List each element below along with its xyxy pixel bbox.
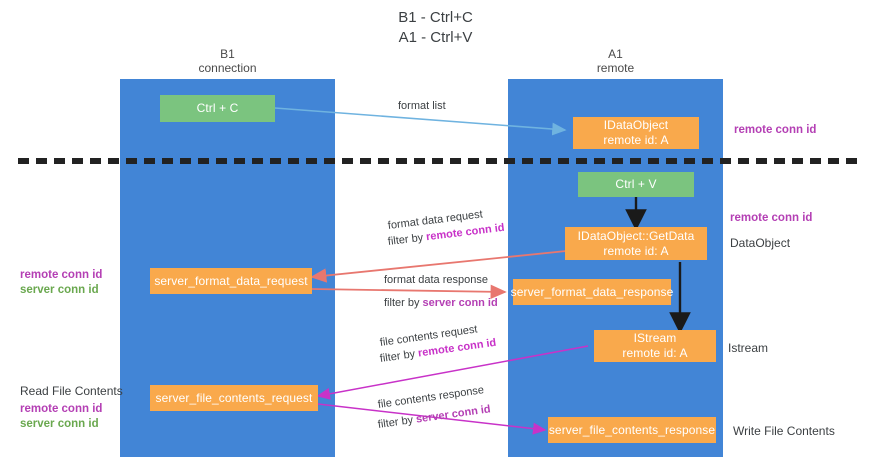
filter-prefix: filter by — [379, 347, 419, 365]
node-server-file-contents-request[interactable]: server_file_contents_request — [150, 385, 318, 411]
edge-label-format-list: format list — [398, 100, 446, 112]
annotation-write-file-contents: Write File Contents — [733, 424, 835, 438]
annotation-left-server-conn-id-mid: server conn id — [20, 284, 99, 296]
filter-prefix: filter by — [384, 297, 423, 309]
page-title: B1 - Ctrl+C A1 - Ctrl+V — [398, 9, 473, 46]
filter-prefix: filter by — [377, 413, 417, 431]
annotation-left-remote-conn-id-mid: remote conn id — [20, 269, 103, 281]
node-idataobject[interactable]: IDataObject remote id: A — [573, 117, 699, 149]
annotation-left-remote-conn-id-bottom: remote conn id — [20, 403, 103, 415]
edge-label-format-data-response: format data response — [384, 274, 488, 286]
node-server-format-data-response[interactable]: server_format_data_response — [511, 279, 673, 305]
annotation-read-file-contents: Read File Contents — [20, 384, 123, 398]
node-server-file-contents-response[interactable]: server_file_contents_response — [548, 417, 716, 443]
edge-label-format-data-response-filter: filter by server conn id — [384, 296, 498, 311]
node-ctrl-c[interactable]: Ctrl + C — [160, 95, 275, 122]
annotation-left-server-conn-id-bottom: server conn id — [20, 418, 99, 430]
node-idataobject-getdata[interactable]: IDataObject::GetData remote id: A — [565, 227, 707, 260]
filter-key-server-conn-id: server conn id — [415, 403, 492, 426]
lane-header-a1: A1 remote — [596, 47, 635, 75]
filter-prefix: filter by — [387, 231, 427, 248]
annotation-dataobject: DataObject — [730, 236, 791, 250]
filter-key-server-conn-id: server conn id — [422, 297, 498, 309]
annotation-remote-conn-id-top: remote conn id — [734, 124, 817, 136]
node-server-format-data-request[interactable]: server_format_data_request — [150, 268, 312, 294]
annotation-istream: Istream — [728, 341, 769, 355]
node-ctrl-v[interactable]: Ctrl + V — [578, 172, 694, 197]
lane-header-b1: B1 connection — [198, 47, 257, 75]
node-istream[interactable]: IStream remote id: A — [594, 330, 716, 362]
annotation-remote-conn-id-mid: remote conn id — [730, 212, 813, 224]
